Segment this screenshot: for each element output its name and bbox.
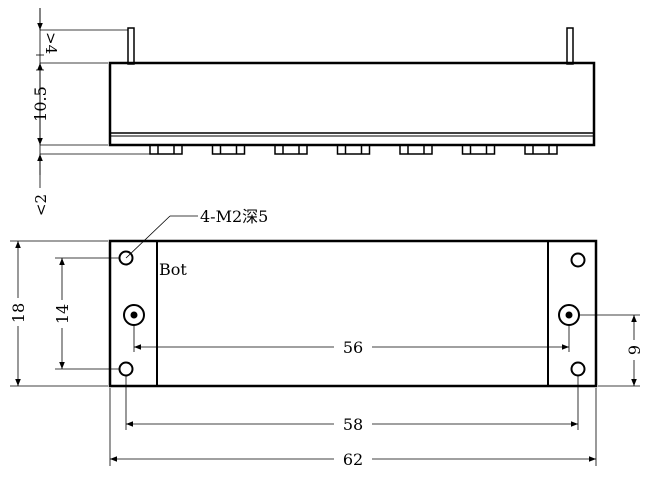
connector — [149, 144, 183, 155]
callout-label: 4-M2深5 — [200, 207, 268, 226]
dim-bottom-label: <2 — [32, 194, 50, 216]
dim-top-label: >4 — [42, 32, 60, 54]
connector — [211, 144, 246, 155]
left-post — [127, 27, 135, 65]
face-label: Bot — [159, 260, 187, 279]
dim-hole-pitch-h-label: 58 — [343, 415, 363, 434]
side-view — [36, 8, 596, 188]
bottom-view — [10, 215, 640, 466]
dim-outer-height-label: 18 — [9, 303, 28, 323]
callout-leader — [125, 215, 171, 259]
mount-hole-bottom-right — [570, 361, 586, 377]
connector — [524, 144, 558, 155]
mount-hole-bottom-left — [118, 361, 134, 377]
connector — [461, 144, 496, 155]
pin-right-inner — [565, 311, 573, 319]
bottom-body — [108, 239, 598, 388]
dim-height-label: 10.5 — [31, 86, 50, 122]
mount-hole-top-right — [570, 252, 586, 268]
dim-length-label: 62 — [343, 450, 363, 469]
connector — [274, 144, 308, 155]
dim-pin-span-label: 56 — [343, 338, 363, 357]
right-post — [566, 27, 574, 65]
dim-pin-height-label: 9 — [625, 345, 644, 355]
connector — [399, 144, 433, 155]
pin-left-inner — [130, 311, 138, 319]
connectors — [149, 144, 558, 155]
dim-hole-pitch-v-label: 14 — [53, 304, 72, 324]
connector — [336, 144, 371, 155]
